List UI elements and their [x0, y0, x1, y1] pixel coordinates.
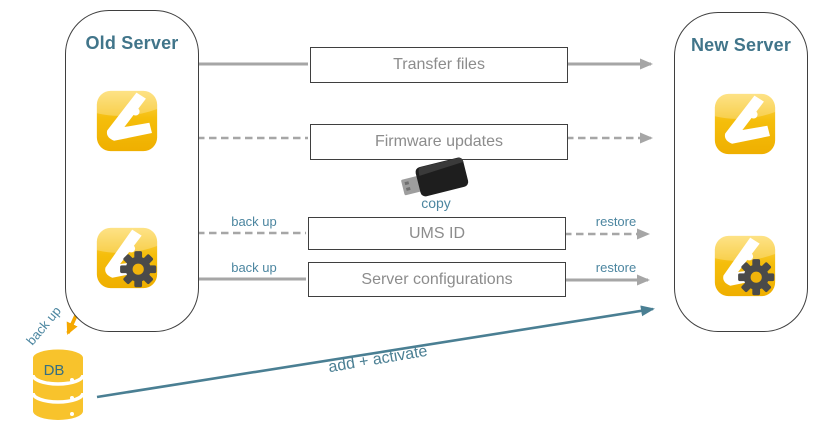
new-server-app-icon — [714, 93, 776, 155]
step-label: Firmware updates — [374, 133, 504, 150]
server-config-restore-label: restore — [595, 260, 637, 275]
usb-stick-icon — [398, 154, 478, 205]
old-server-config-icon — [96, 227, 158, 289]
old-server-app-icon — [96, 90, 158, 152]
new-server-title: New Server — [690, 35, 792, 55]
ums-id-flow-line — [197, 228, 650, 240]
usb-copy-label: copy — [421, 195, 451, 211]
gear-icon — [120, 251, 157, 288]
ums-id-backup-label: back up — [231, 214, 277, 229]
server-config-backup-label: back up — [231, 260, 277, 275]
add-activate-arrow — [96, 305, 655, 399]
step-box-firmware-updates: Firmware updates — [310, 124, 568, 160]
step-label: Transfer files — [393, 56, 485, 73]
step-label: UMS ID — [409, 224, 465, 242]
step-box-transfer-files: Transfer files — [310, 47, 568, 83]
ums-id-restore-label: restore — [595, 214, 637, 229]
step-box-server-configurations: Server configurations — [308, 262, 566, 297]
step-label: Server configurations — [361, 270, 513, 288]
step-box-ums-id: UMS ID — [308, 217, 566, 250]
old-server-title: Old Server — [85, 33, 179, 53]
server-configurations-flow-line — [197, 274, 650, 286]
database-icon — [30, 348, 86, 425]
new-server-config-icon — [714, 235, 776, 297]
database-label: DB — [43, 362, 65, 379]
gear-icon — [738, 259, 775, 296]
